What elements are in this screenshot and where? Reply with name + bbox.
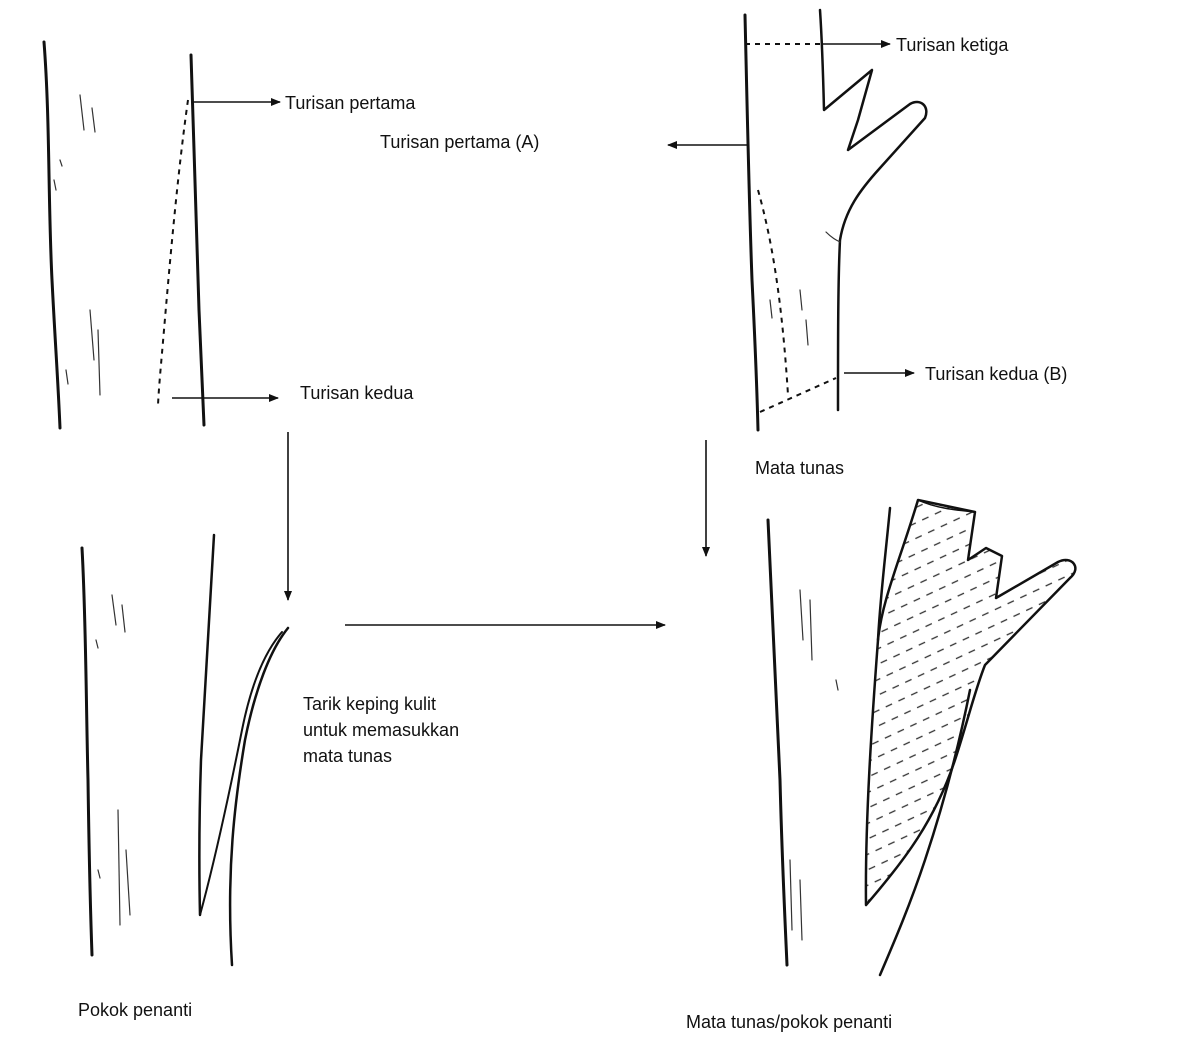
label-pokok-penanti: Pokok penanti bbox=[78, 1000, 192, 1020]
bud-stick-left-edge bbox=[745, 15, 758, 430]
flow-arrows bbox=[288, 432, 706, 625]
bark-flap-outer bbox=[230, 628, 288, 965]
bud-stick-right-edge bbox=[820, 10, 926, 410]
label-tarik-line-1: Tarik keping kulit bbox=[303, 694, 436, 714]
label-mata-tunas: Mata tunas bbox=[755, 458, 844, 478]
panel-bud-piece: Turisan ketiga Turisan pertama (A) Turis… bbox=[380, 10, 1067, 478]
label-tarik-line-2: untuk memasukkan bbox=[303, 720, 459, 740]
panel-bark-flap: Tarik keping kulit untuk memasukkan mata… bbox=[78, 535, 459, 1020]
bud-leaf-stalk-detail bbox=[770, 232, 840, 345]
panel-rootstock-cuts: Turisan pertama Turisan kedua bbox=[44, 42, 416, 428]
stem-right-edge bbox=[191, 55, 204, 425]
first-cut-dashed-line bbox=[158, 100, 188, 405]
bark-texture-3 bbox=[790, 590, 838, 940]
stem-left-edge-3 bbox=[768, 520, 787, 965]
label-turisan-pertama-a: Turisan pertama (A) bbox=[380, 132, 539, 152]
label-turisan-kedua-b: Turisan kedua (B) bbox=[925, 364, 1067, 384]
label-tarik-line-3: mata tunas bbox=[303, 746, 392, 766]
bark-texture bbox=[54, 95, 100, 395]
panel-bud-inserted: Mata tunas/pokok penanti bbox=[686, 500, 1075, 1032]
stem-left-edge bbox=[44, 42, 60, 428]
label-mata-tunas-pokok-penanti: Mata tunas/pokok penanti bbox=[686, 1012, 892, 1032]
label-turisan-pertama: Turisan pertama bbox=[285, 93, 416, 113]
stem-left-edge-2 bbox=[82, 548, 92, 955]
stem-right-edge-2 bbox=[199, 535, 214, 915]
inserted-bud-shield bbox=[866, 500, 1075, 905]
label-turisan-kedua: Turisan kedua bbox=[300, 383, 414, 403]
cut-a-dashed-line bbox=[758, 190, 788, 395]
label-turisan-ketiga: Turisan ketiga bbox=[896, 35, 1009, 55]
cut-b-dashed-line bbox=[760, 378, 836, 412]
bark-texture-2 bbox=[96, 595, 130, 925]
